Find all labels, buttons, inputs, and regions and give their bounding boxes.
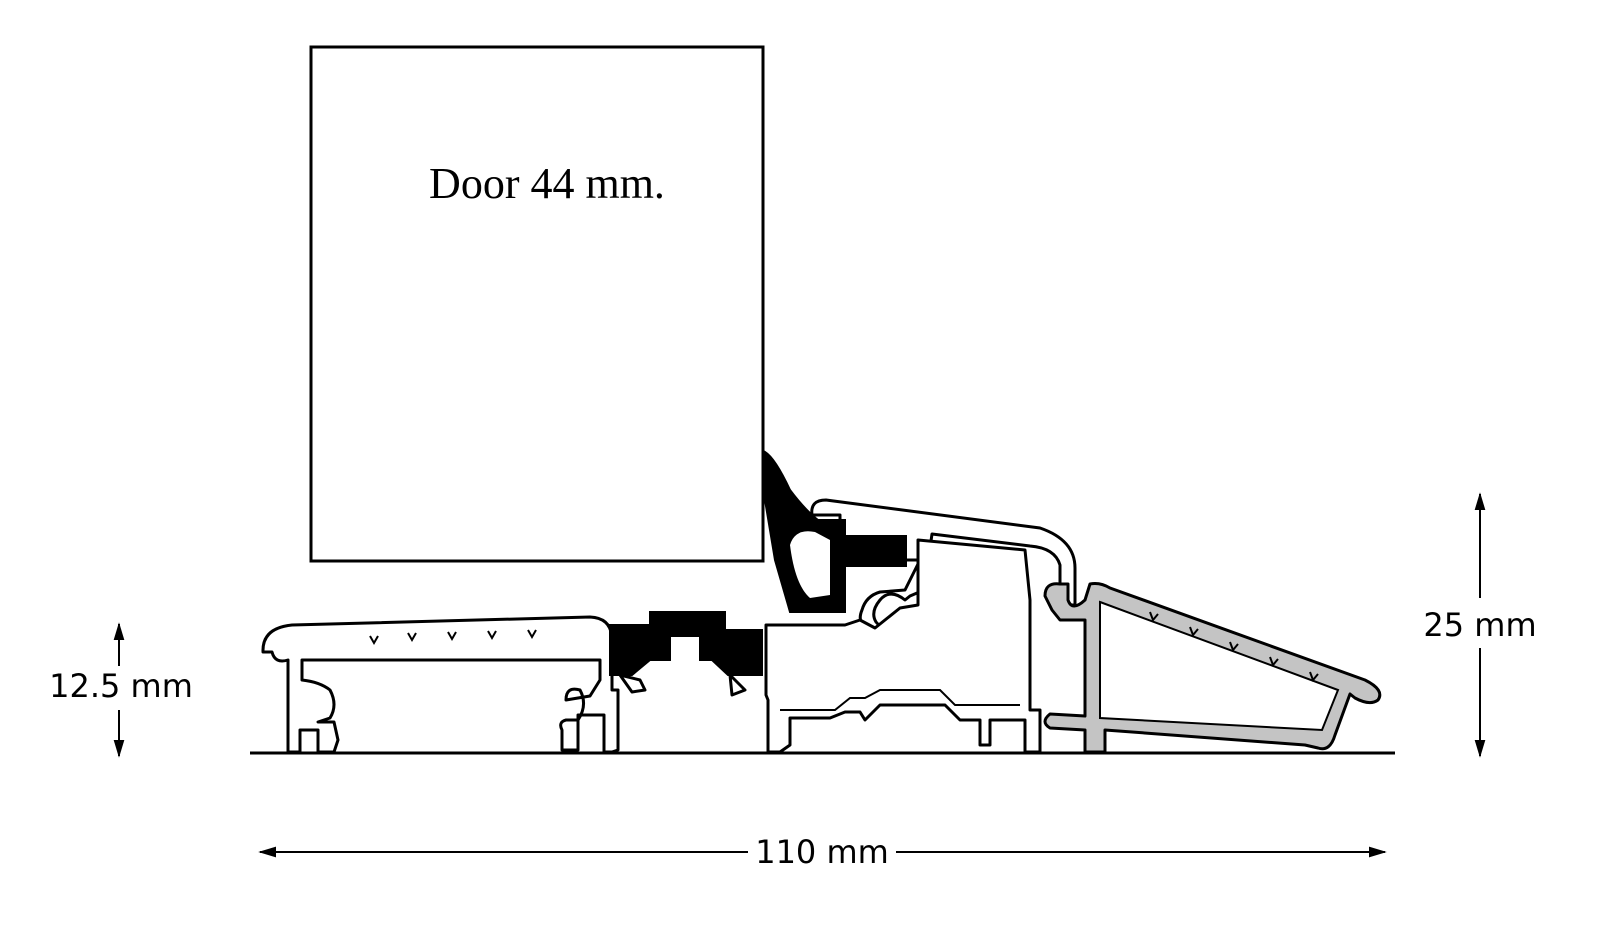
left-base-profile bbox=[261, 615, 620, 754]
ramp-inner bbox=[1099, 600, 1340, 732]
main-frame-body bbox=[764, 538, 1042, 754]
door-block bbox=[309, 45, 765, 563]
left-height-dimension-label: 12.5 mm bbox=[49, 667, 193, 705]
door-label: Door 44 mm. bbox=[429, 159, 665, 208]
ramp-notches bbox=[1149, 611, 1319, 682]
center-clip-right bbox=[728, 673, 747, 697]
width-dimension-label: 110 mm bbox=[755, 833, 889, 871]
main-frame-profile bbox=[810, 498, 1077, 632]
center-gasket bbox=[609, 611, 763, 676]
main-frame-inner-line bbox=[780, 689, 1020, 711]
center-clip-left bbox=[618, 673, 647, 694]
right-height-dimension-label: 25 mm bbox=[1423, 606, 1536, 644]
left-profile-notches bbox=[369, 629, 537, 646]
door-bottom-seal-hole bbox=[790, 531, 830, 598]
